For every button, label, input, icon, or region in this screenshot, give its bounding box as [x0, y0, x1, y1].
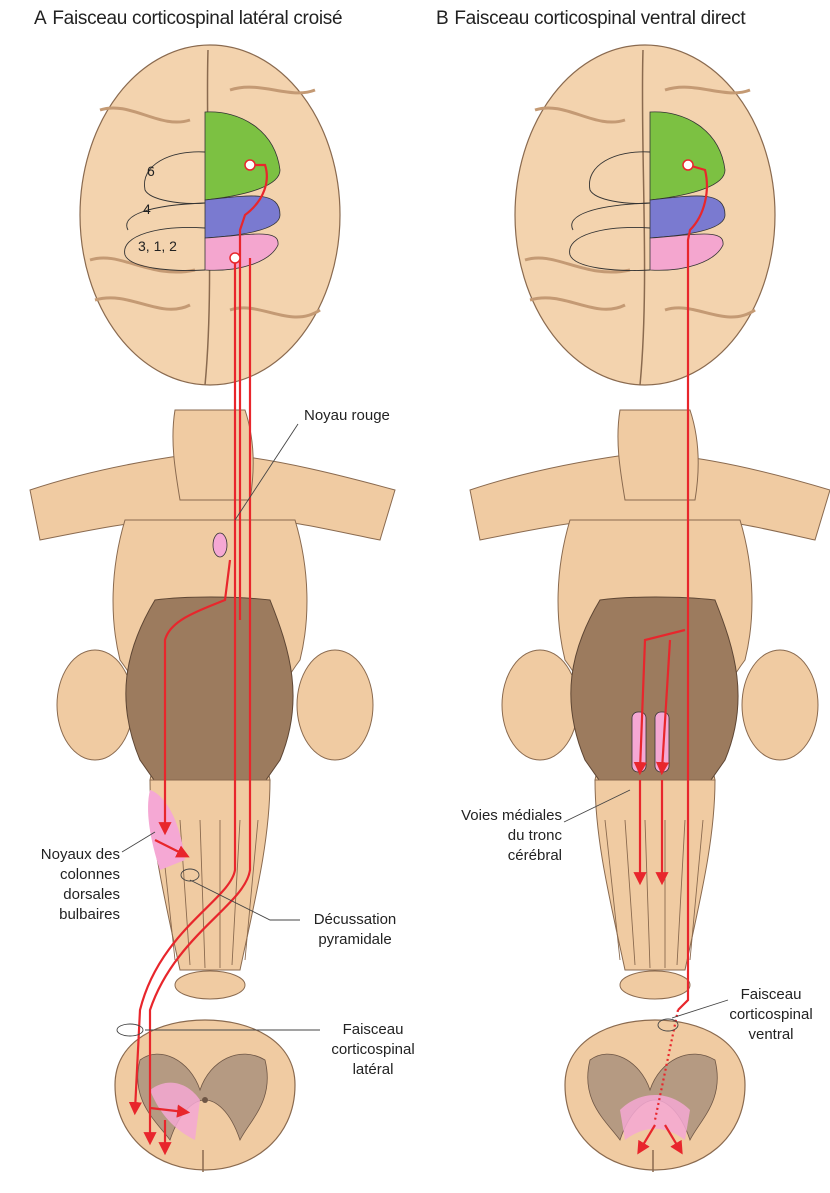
label-noyaux-colonnes: Noyaux des colonnes dorsales bulbaires: [8, 845, 120, 925]
label-faisceau-ventral-line1: Faisceau: [716, 985, 826, 1005]
area-number-4: 4: [143, 201, 151, 217]
label-noyaux-colonnes-line2: colonnes: [8, 865, 120, 885]
label-noyaux-colonnes-line3: dorsales: [8, 885, 120, 905]
label-voies-mediales-line1: Voies médiales: [440, 806, 562, 826]
label-faisceau-ventral-line3: ventral: [716, 1025, 826, 1045]
brain-a: [80, 45, 340, 385]
area-number-312: 3, 1, 2: [138, 238, 177, 254]
label-faisceau-lateral-line3: latéral: [318, 1060, 428, 1080]
brainstem-b: [470, 410, 830, 999]
label-faisceau-lateral-line2: corticospinal: [318, 1040, 428, 1060]
label-noyau-rouge: Noyau rouge: [304, 406, 390, 426]
label-decussation-line1: Décussation: [300, 910, 410, 930]
label-faisceau-ventral-line2: corticospinal: [716, 1005, 826, 1025]
label-faisceau-ventral: Faisceau corticospinal ventral: [716, 985, 826, 1045]
brain-b: [515, 45, 775, 385]
label-voies-mediales: Voies médiales du tronc cérébral: [440, 806, 562, 866]
label-faisceau-lateral-line1: Faisceau: [318, 1020, 428, 1040]
spinal-section-a: [115, 1020, 295, 1172]
label-noyaux-colonnes-line1: Noyaux des: [8, 845, 120, 865]
label-voies-mediales-line2: du tronc: [440, 826, 562, 846]
leader-noyaux-colonnes: [122, 832, 155, 852]
label-decussation: Décussation pyramidale: [300, 910, 410, 950]
label-decussation-line2: pyramidale: [300, 930, 410, 950]
label-faisceau-lateral: Faisceau corticospinal latéral: [318, 1020, 428, 1080]
area-number-6: 6: [147, 163, 155, 179]
label-noyaux-colonnes-line4: bulbaires: [8, 905, 120, 925]
label-voies-mediales-line3: cérébral: [440, 846, 562, 866]
